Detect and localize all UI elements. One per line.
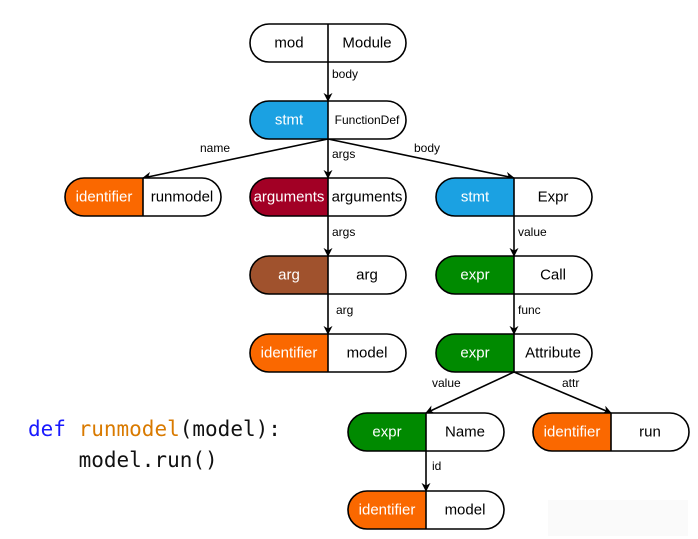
edge-name-expr-to-name-identifier: id <box>421 451 441 492</box>
node-kind-label: expr <box>460 345 489 362</box>
node-type-fill <box>328 334 406 372</box>
node-type-label: Name <box>445 424 485 441</box>
node-type-fill <box>514 334 592 372</box>
node-type-fill <box>426 491 504 529</box>
node-kind-label: identifier <box>359 502 416 519</box>
edge-arg-to-arg-identifier: arg <box>323 294 353 335</box>
node-expr-stmt[interactable]: stmt Expr <box>435 177 593 217</box>
node-kind-fill <box>436 178 514 216</box>
code-body-line: model.run() <box>28 448 218 472</box>
code-params: (model): <box>179 417 281 441</box>
edge-functiondef-to-expr-stmt: body <box>327 138 515 181</box>
edge-label: body <box>332 67 358 81</box>
edge-label: func <box>518 303 541 317</box>
node-call[interactable]: expr Call <box>435 255 593 295</box>
node-type-label: model <box>445 502 486 519</box>
node-type-fill <box>143 178 221 216</box>
edge-expr-stmt-to-call: value <box>509 216 547 257</box>
node-type-fill <box>514 178 592 216</box>
edge-label: body <box>414 141 440 155</box>
node-kind-label: stmt <box>461 189 490 206</box>
node-arguments[interactable]: arguments arguments <box>249 177 407 217</box>
edge-arrow <box>142 138 329 181</box>
edge-attribute-to-attr-identifier: attr <box>513 371 612 414</box>
node-kind-fill <box>250 101 328 139</box>
node-type-label: Module <box>342 35 391 52</box>
node-kind-label: stmt <box>275 112 304 129</box>
node-kind-fill <box>250 334 328 372</box>
node-kind-label: arguments <box>254 189 325 206</box>
node-kind-label: expr <box>460 267 489 284</box>
node-type-fill <box>514 256 592 294</box>
node-kind-label: identifier <box>76 189 133 206</box>
node-kind-fill <box>436 334 514 372</box>
node-kind-fill <box>65 178 143 216</box>
edge-label: id <box>432 459 441 473</box>
node-kind-fill <box>250 256 328 294</box>
node-type-label: FunctionDef <box>335 113 400 127</box>
node-name-runmodel[interactable]: identifier runmodel <box>64 177 222 217</box>
node-kind-fill <box>533 413 611 451</box>
node-type-label: arg <box>356 267 378 284</box>
edge-label: args <box>332 147 355 161</box>
node-kind-label: identifier <box>544 424 601 441</box>
node-kind-label: arg <box>278 267 300 284</box>
edge-functiondef-to-name-runmodel: name <box>142 138 329 181</box>
node-type-fill <box>328 178 406 216</box>
edge-arrow <box>327 138 515 181</box>
node-module[interactable]: mod Module <box>249 23 407 63</box>
edge-arrow <box>425 371 515 414</box>
node-kind-fill <box>348 491 426 529</box>
node-type-label: model <box>347 345 388 362</box>
edge-label: name <box>200 141 230 155</box>
node-arg-identifier[interactable]: identifier model <box>249 333 407 373</box>
code-function-name: runmodel <box>78 417 180 441</box>
edge-label: arg <box>336 303 353 317</box>
node-type-fill <box>328 24 406 62</box>
edge-attribute-to-name-expr: value <box>425 371 515 414</box>
node-name-identifier[interactable]: identifier model <box>347 490 505 530</box>
node-type-label: Attribute <box>525 345 581 362</box>
node-type-label: runmodel <box>151 189 214 206</box>
node-type-fill <box>328 256 406 294</box>
edge-arrow <box>513 371 612 414</box>
node-kind-label: mod <box>274 35 303 52</box>
node-kind-label: identifier <box>261 345 318 362</box>
edge-label: args <box>332 225 355 239</box>
node-type-label: arguments <box>332 189 403 206</box>
node-type-label: Expr <box>538 189 569 206</box>
node-type-fill <box>328 101 406 139</box>
node-attr-identifier[interactable]: identifier run <box>532 412 690 452</box>
edge-call-to-attribute: func <box>509 294 541 335</box>
node-arg[interactable]: arg arg <box>249 255 407 295</box>
edge-functiondef-to-arguments: args <box>323 139 355 179</box>
node-name-expr[interactable]: expr Name <box>347 412 505 452</box>
source-code: def runmodel(model): model.run() <box>28 414 281 476</box>
node-kind-fill <box>250 178 328 216</box>
node-functiondef[interactable]: stmt FunctionDef <box>249 100 407 140</box>
edges-layer: body name args body args arg value func value att… <box>142 62 612 492</box>
code-keyword-def: def <box>28 417 66 441</box>
watermark-patch <box>548 500 688 536</box>
edge-label: attr <box>562 376 579 390</box>
edge-label: value <box>518 225 547 239</box>
edge-module-to-functiondef: body <box>323 62 358 102</box>
edge-arguments-to-arg: args <box>323 216 355 257</box>
node-kind-label: expr <box>372 424 401 441</box>
node-type-label: run <box>639 424 661 441</box>
edge-label: value <box>432 376 461 390</box>
node-type-fill <box>611 413 689 451</box>
node-kind-fill <box>250 24 328 62</box>
node-kind-fill <box>436 256 514 294</box>
node-type-fill <box>426 413 504 451</box>
node-kind-fill <box>348 413 426 451</box>
node-attribute[interactable]: expr Attribute <box>435 333 593 373</box>
node-type-label: Call <box>540 267 566 284</box>
